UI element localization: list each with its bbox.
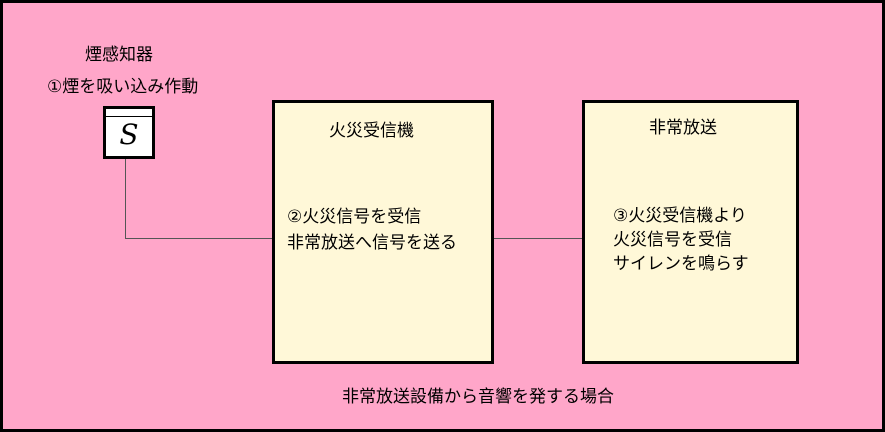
broadcast-line-1: ③火災受信機より: [613, 206, 747, 226]
detector-step-text: ①煙を吸い込み作動: [47, 77, 199, 97]
detector-top-bar: [106, 116, 152, 117]
diagram-caption: 非常放送設備から音響を発する場合: [342, 387, 614, 407]
connector-detector-to-receiver: [125, 238, 275, 239]
broadcast-title: 非常放送: [649, 118, 717, 138]
receiver-line-1: ②火災信号を受信: [287, 207, 422, 227]
connector-receiver-to-broadcast: [491, 238, 584, 239]
detector-title: 煙感知器: [85, 45, 153, 65]
receiver-box: [272, 100, 494, 364]
receiver-line-2: 非常放送へ信号を送る: [287, 233, 457, 253]
connector-detector-vertical: [125, 156, 126, 239]
broadcast-box: [582, 100, 799, 364]
receiver-title: 火災受信機: [329, 121, 414, 141]
smoke-detector-icon: S: [103, 106, 155, 159]
broadcast-line-3: サイレンを鳴らす: [613, 254, 749, 274]
broadcast-line-2: 火災信号を受信: [613, 230, 732, 250]
detector-symbol: S: [119, 118, 139, 151]
diagram-canvas: 煙感知器 ①煙を吸い込み作動 S 火災受信機 ②火災信号を受信 非常放送へ信号を…: [3, 3, 882, 429]
